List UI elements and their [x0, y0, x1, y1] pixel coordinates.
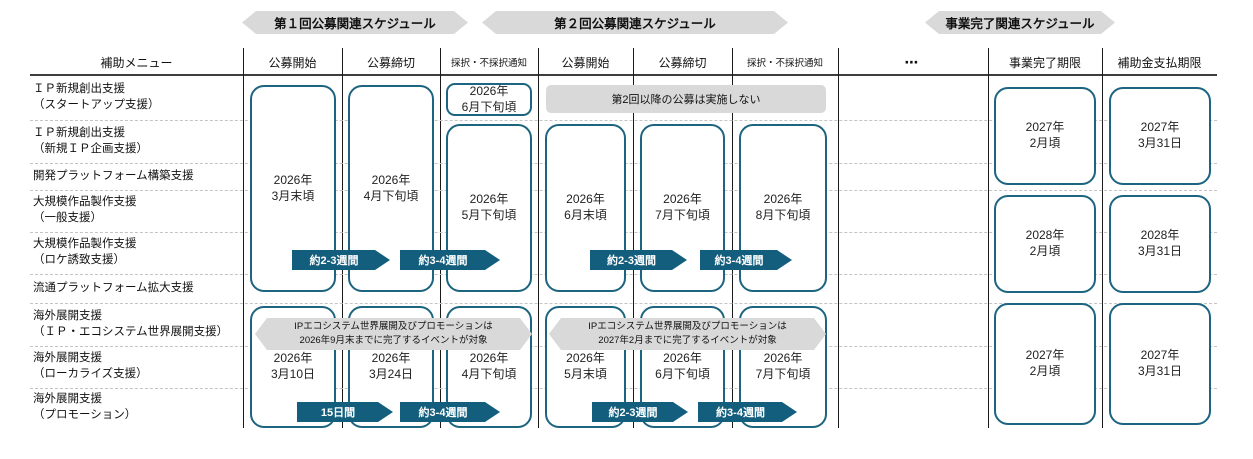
r2-overseas-duration-open-close-badge: 約2-3週間 — [592, 402, 688, 422]
r1-overseas-duration-close-notify-badge: 約3-4週間 — [400, 402, 500, 422]
r1-overseas-note: IPエコシステム世界展開及びプロモーションは 2026年9月末までに完了するイベ… — [255, 318, 532, 350]
row-label-largescale-location: 大規模作品製作支援 （ロケ誘致支援） — [33, 238, 137, 266]
column-divider — [243, 48, 244, 428]
column-divider — [538, 48, 539, 428]
r1-notify-first-box: 2026年 6月下旬頃 — [446, 83, 532, 116]
row-label-ip-newplan: ＩＰ新規創出支援 （新規ＩＰ企画支援） — [33, 126, 148, 155]
r2-overseas-duration-close-notify-badge: 約3-4週間 — [698, 402, 797, 422]
row-label-dev-platform: 開発プラットフォーム構築支援 — [33, 169, 194, 182]
column-divider — [838, 48, 839, 428]
column-header-payment: 補助金支払期限 — [1117, 55, 1202, 70]
row-label-ip-startup: ＩＰ新規創出支援 （スタートアップ支援） — [33, 83, 160, 111]
r1-overseas-duration-open-close-badge: 15日間 — [297, 402, 393, 422]
column-header-deadline: 事業完了期限 — [1008, 55, 1081, 70]
completion-payment-group2-box: 2028年 3月31日 — [1109, 195, 1211, 293]
completion-payment-group3-box: 2027年 3月31日 — [1109, 303, 1211, 425]
column-divider — [988, 48, 989, 428]
row-label-largescale-general: 大規模作品製作支援 （一般支援） — [33, 196, 137, 224]
banner-round2: 第２回公募関連スケジュール — [482, 11, 788, 34]
row-divider — [30, 303, 1217, 304]
r2-overseas-note: IPエコシステム世界展開及びプロモーションは 2027年2月までに完了するイベン… — [549, 318, 826, 350]
column-divider — [633, 48, 634, 428]
r2-no-more-note: 第2回以降の公募は実施しない — [546, 85, 826, 113]
column-divider — [440, 48, 441, 428]
column-header-r1-open: 公募開始 — [268, 55, 317, 70]
r2-duration-close-notify-badge: 約3-4週間 — [700, 250, 792, 270]
banner-round1: 第１回公募関連スケジュール — [242, 11, 468, 34]
completion-deadline-group1-box: 2027年 2月頃 — [994, 87, 1096, 185]
column-header-menu: 補助メニュー — [100, 55, 173, 70]
r1-duration-close-notify-badge: 約3-4週間 — [400, 250, 500, 270]
column-divider — [342, 48, 343, 428]
column-header-r1-notify: 採択・不採択通知 — [450, 58, 527, 69]
column-divider — [732, 48, 733, 428]
column-header-r2-close: 公募締切 — [658, 55, 707, 70]
column-header-r2-open: 公募開始 — [561, 55, 610, 70]
r2-duration-open-close-badge: 約2-3週間 — [590, 250, 687, 270]
row-divider — [30, 120, 1217, 121]
header-rule — [30, 74, 1217, 76]
row-label-overseas-promotion: 海外展開支援 （プロモーション） — [33, 393, 137, 421]
completion-deadline-group3-box: 2027年 2月頃 — [994, 303, 1096, 425]
row-label-overseas-localize: 海外展開支援 （ローカライズ支援） — [33, 352, 148, 380]
completion-payment-group1-box: 2027年 3月31日 — [1109, 87, 1211, 185]
banner-completion: 事業完了関連スケジュール — [925, 11, 1115, 34]
column-header-r2-notify: 採択・不採択通知 — [746, 58, 823, 69]
row-label-overseas-ecosystem: 海外展開支援 （ＩＰ・エコシステム世界展開支援） — [33, 309, 229, 338]
column-header-ellipsis: ⋯ — [904, 53, 922, 70]
completion-deadline-group2-box: 2028年 2月頃 — [994, 195, 1096, 293]
column-divider — [1102, 48, 1103, 428]
column-header-r1-close: 公募締切 — [366, 55, 415, 70]
row-label-distribution-platform: 流通プラットフォーム拡大支援 — [33, 281, 194, 294]
r1-notify-box: 2026年 5月下旬頃 — [446, 124, 532, 292]
r1-duration-open-close-badge: 約2-3週間 — [292, 250, 390, 270]
